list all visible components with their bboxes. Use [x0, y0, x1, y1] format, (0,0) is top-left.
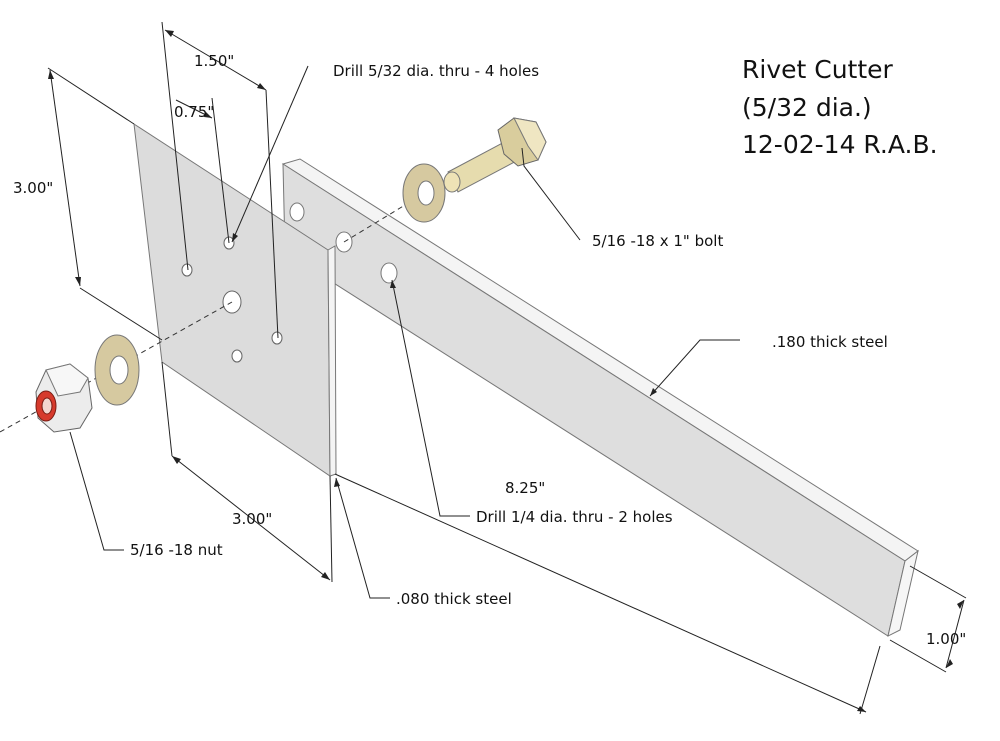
plate-hole-4: [231, 349, 243, 363]
plate-hole-3: [271, 331, 283, 345]
dim-lines: [47, 21, 967, 715]
dim-label-plate-height: 3.00": [13, 179, 53, 197]
dim-label-bar-length: 8.25": [505, 479, 545, 497]
nut-washer-inner: [109, 355, 129, 385]
callout-plate-thickness: .080 thick steel: [396, 590, 512, 608]
dim-label-hole-spacing: 1.50": [194, 52, 234, 70]
bar-hole-3: [380, 262, 398, 284]
title-line-2: (5/32 dia.): [742, 93, 872, 122]
title-line-1: Rivet Cutter: [742, 55, 893, 84]
steel-bar-end: [887, 549, 919, 637]
axis-line-right: [343, 201, 411, 243]
plate-hole-1: [181, 263, 193, 277]
callout-bolt: 5/16 -18 x 1" bolt: [592, 232, 723, 250]
dim-label-bar-width: 1.00": [926, 630, 966, 648]
bolt: [443, 117, 547, 193]
bolt-head-face: [513, 117, 547, 162]
dim-label-center-offset: 0.75": [174, 103, 214, 121]
lock-nut: [35, 363, 93, 433]
steel-plate-edge: [327, 245, 337, 477]
bolt-tip: [443, 171, 461, 193]
nut-washer: [94, 334, 140, 406]
bar-hole-1: [289, 202, 305, 222]
steel-bar-top-edge: [281, 158, 919, 562]
callout-nut: 5/16 -18 nut: [130, 541, 223, 559]
bolt-washer: [402, 163, 446, 223]
callout-large-holes: Drill 1/4 dia. thru - 2 holes: [476, 508, 673, 526]
lock-nut-top: [45, 363, 89, 397]
callout-small-holes: Drill 5/32 dia. thru - 4 holes: [333, 62, 539, 80]
lock-nut-bore: [41, 397, 53, 415]
bolt-washer-inner: [417, 180, 435, 206]
steel-bar: [281, 158, 919, 637]
title-line-3: 12-02-14 R.A.B.: [742, 130, 938, 159]
callout-bar-thickness: .180 thick steel: [772, 333, 888, 351]
dim-label-plate-width: 3.00": [232, 510, 272, 528]
